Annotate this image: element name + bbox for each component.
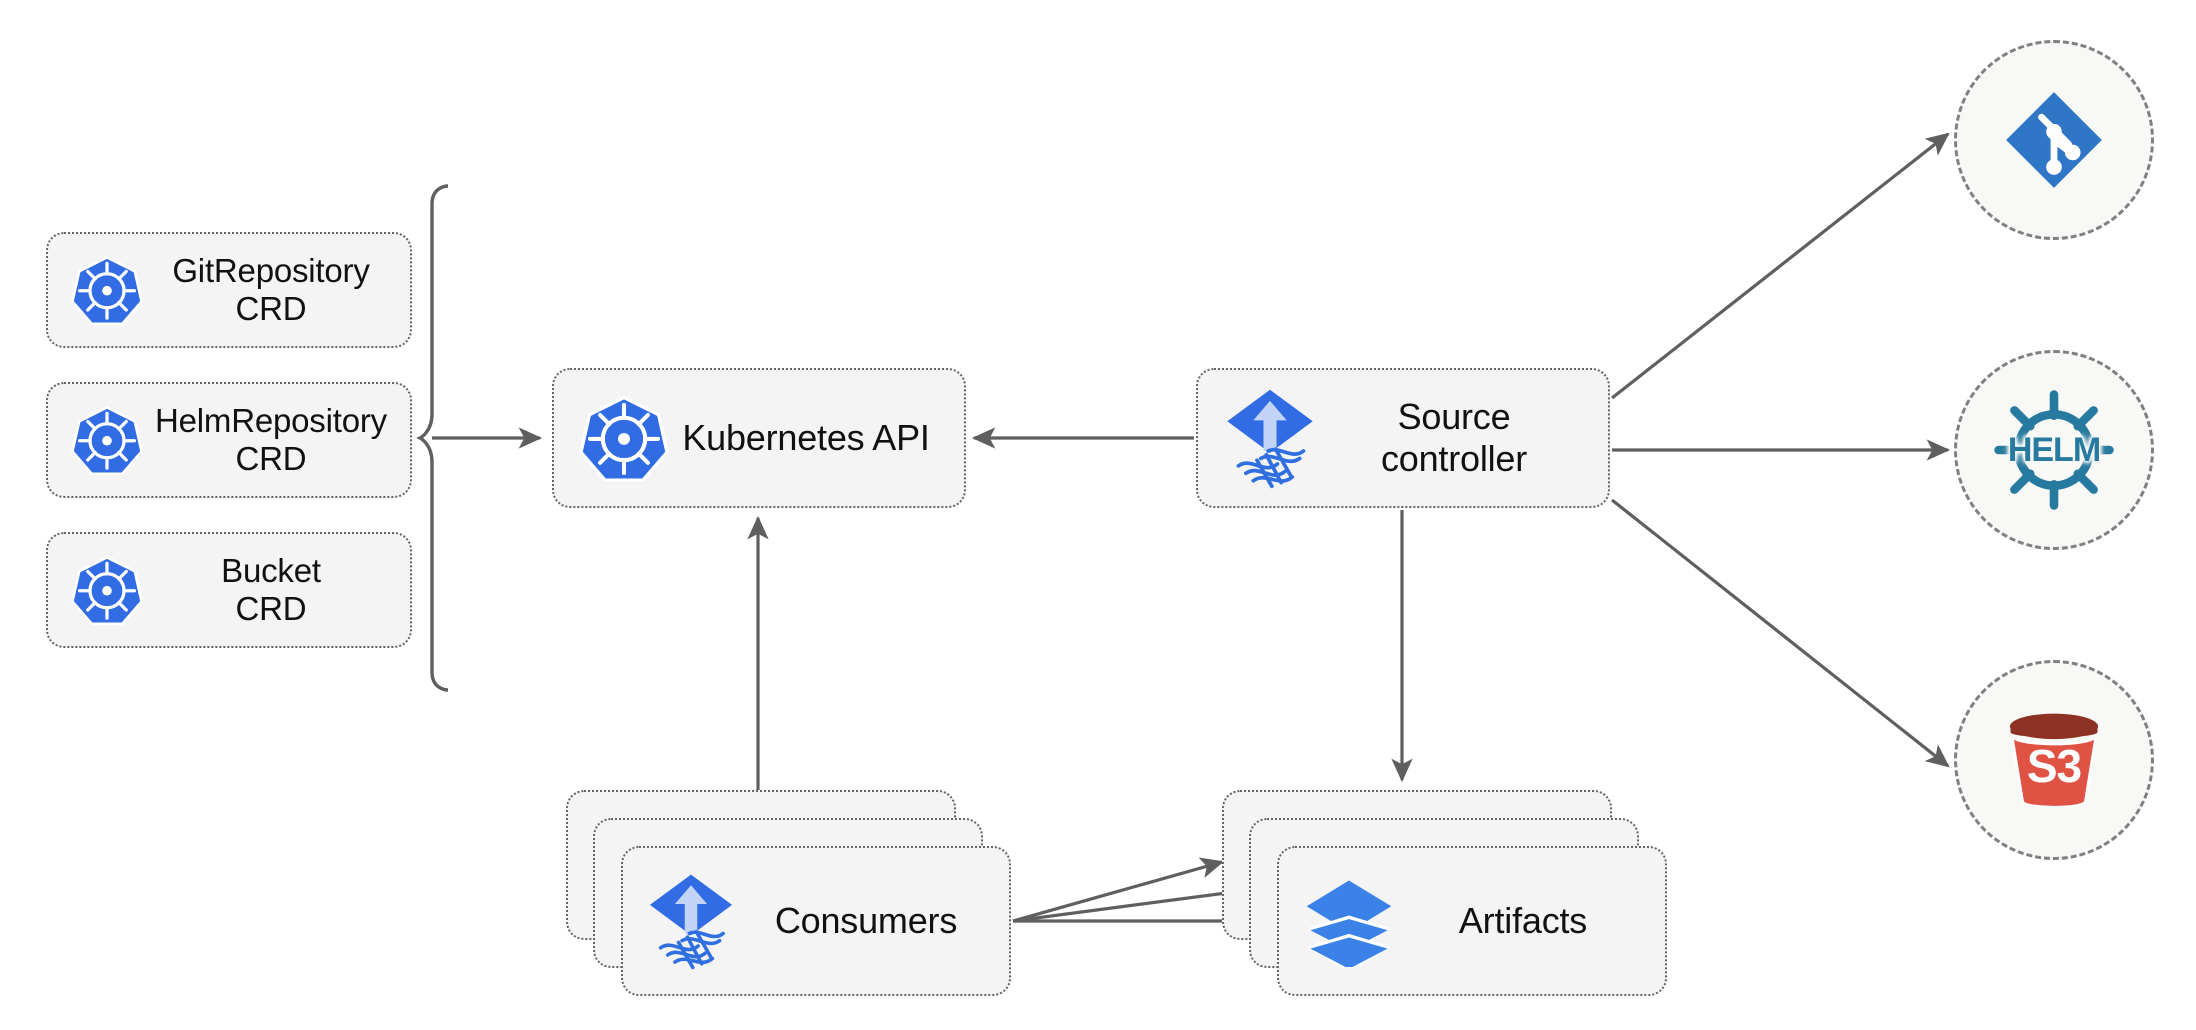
edge-consumers-to-artifacts-1 [1012, 857, 1225, 923]
node-bucket-crd[interactable]: Bucket CRD [46, 532, 412, 648]
node-label: Artifacts [1458, 900, 1588, 942]
helm-wordmark: HELM [2007, 430, 2101, 469]
edge-source-controller-to-bucket-source [1611, 498, 1950, 768]
node-git-repository-crd[interactable]: GitRepository CRD [46, 232, 412, 348]
node-label: Bucket CRD [221, 551, 321, 627]
flux-icon [1222, 386, 1318, 490]
node-label: HelmRepository CRD [155, 401, 387, 477]
node-bucket-source[interactable]: S3 [1954, 660, 2154, 860]
node-artifacts[interactable]: Artifacts [1277, 846, 1667, 996]
crd-bracket [416, 184, 449, 692]
kubernetes-icon [578, 392, 670, 484]
node-source-controller[interactable]: Source controller [1196, 368, 1610, 508]
edge-consumers-to-artifacts-2 [1012, 882, 1252, 923]
kubernetes-icon [70, 253, 144, 327]
node-helm-source[interactable]: HELM [1954, 350, 2154, 550]
kubernetes-icon [70, 403, 144, 477]
node-git-source[interactable] [1954, 40, 2154, 240]
helm-icon: HELM [1988, 384, 2120, 516]
flux-icon [645, 871, 737, 971]
node-label: GitRepository CRD [172, 251, 370, 327]
s3-wordmark: S3 [2026, 740, 2082, 792]
node-helm-repository-crd[interactable]: HelmRepository CRD [46, 382, 412, 498]
layers-icon [1303, 875, 1395, 967]
edge-source-controller-to-git-source [1611, 132, 1950, 400]
s3-icon: S3 [1996, 702, 2112, 818]
node-label: Consumers [774, 900, 958, 942]
node-label: Source controller [1380, 396, 1528, 479]
kubernetes-icon [70, 553, 144, 627]
node-kubernetes-api[interactable]: Kubernetes API [552, 368, 966, 508]
node-label: Kubernetes API [682, 417, 930, 459]
git-icon [2002, 88, 2106, 192]
node-consumers[interactable]: Consumers [621, 846, 1011, 996]
